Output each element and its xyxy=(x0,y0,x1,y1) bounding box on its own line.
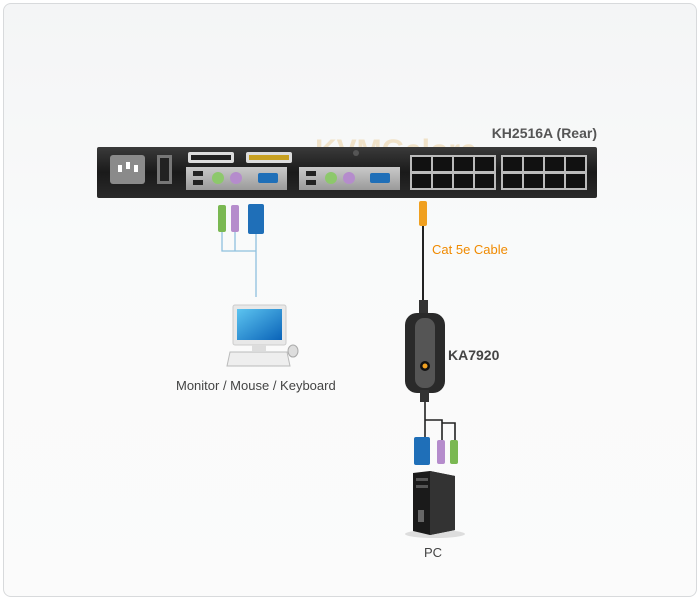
power-socket xyxy=(110,155,145,184)
kvm-port-block-1 xyxy=(410,155,496,190)
pc-tower-icon xyxy=(405,471,465,538)
daisy-chain-port-in xyxy=(188,152,234,163)
ka7920-adapter xyxy=(405,300,458,465)
rj45-plug xyxy=(419,201,427,226)
console-port-panel-1 xyxy=(186,167,287,190)
kh2516a-device xyxy=(97,147,597,198)
device-label: KH2516A (Rear) xyxy=(491,125,597,141)
kvm-port-block-2 xyxy=(501,155,587,190)
cable-label: Cat 5e Cable xyxy=(432,242,508,257)
vga-plug xyxy=(248,204,264,234)
ground-screw xyxy=(353,150,359,156)
ps2-keyboard-plug xyxy=(231,205,239,232)
monitor-mouse-keyboard-icon xyxy=(226,304,299,367)
cat5e-cable xyxy=(419,201,427,310)
ps2-mouse-plug-pc xyxy=(450,440,458,464)
console-cables xyxy=(218,204,264,297)
diagram-frame xyxy=(3,3,697,597)
pc-label: PC xyxy=(424,545,443,560)
power-switch xyxy=(157,155,172,184)
console-port-panel-2 xyxy=(299,167,400,190)
ps2-mouse-plug xyxy=(218,205,226,232)
vga-plug-pc xyxy=(414,437,430,465)
console-label: Monitor / Mouse / Keyboard xyxy=(176,378,336,393)
daisy-chain-port-out xyxy=(246,152,292,163)
ps2-keyboard-plug-pc xyxy=(437,440,445,464)
adapter-label: KA7920 xyxy=(448,347,500,363)
